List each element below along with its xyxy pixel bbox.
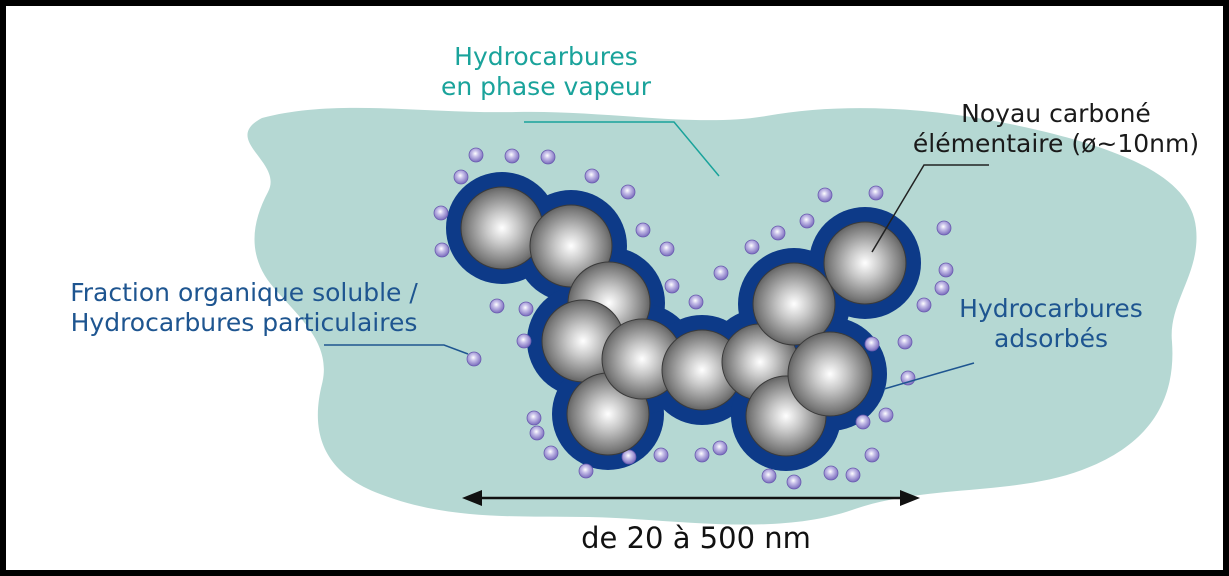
carbon-core-sphere bbox=[823, 221, 907, 305]
hydrocarbon-droplet bbox=[878, 407, 894, 423]
organic-leader-line bbox=[324, 344, 469, 355]
adsorbed-label-line-1: Hydrocarbures bbox=[959, 294, 1143, 323]
hydrocarbon-droplet bbox=[864, 336, 880, 352]
hydrocarbon-droplet bbox=[543, 445, 559, 461]
hydrocarbon-droplet bbox=[817, 187, 833, 203]
hydrocarbon-droplet bbox=[526, 410, 542, 426]
hydrocarbon-droplet bbox=[934, 280, 950, 296]
hydrocarbon-droplet bbox=[694, 447, 710, 463]
organic-label-line-1: Fraction organique soluble / bbox=[70, 278, 418, 307]
hydrocarbon-droplet bbox=[761, 468, 777, 484]
vapour-label-line-2: en phase vapeur bbox=[440, 72, 652, 101]
size-range-label: de 20 à 500 nm bbox=[581, 521, 811, 555]
particulate-hydrocarbon-droplets bbox=[433, 147, 954, 490]
hydrocarbon-droplet bbox=[823, 465, 839, 481]
core-label-line-2: élémentaire (ø~10nm) bbox=[912, 129, 1200, 158]
arrow-head-right bbox=[900, 490, 920, 506]
hydrocarbon-droplet bbox=[653, 447, 669, 463]
carbon-core-sphere bbox=[752, 262, 836, 346]
hydrocarbon-droplet bbox=[712, 440, 728, 456]
hydrocarbon-droplet bbox=[620, 184, 636, 200]
hydrocarbon-droplet bbox=[855, 414, 871, 430]
hydrocarbon-droplet bbox=[434, 242, 450, 258]
hydrocarbon-droplet bbox=[433, 205, 449, 221]
hydrocarbon-droplet bbox=[868, 185, 884, 201]
soot-particle-diagram bbox=[247, 107, 1197, 525]
leader-lines bbox=[324, 121, 989, 390]
vapour-leader-line bbox=[524, 121, 720, 177]
hydrocarbon-droplet bbox=[453, 169, 469, 185]
adsorbed-leader-line bbox=[883, 362, 975, 390]
hydrocarbon-droplet bbox=[584, 168, 600, 184]
organic-label-line-2: Hydrocarbures particulaires bbox=[70, 308, 418, 337]
adsorbed-hydrocarbons-label: Hydrocarbures adsorbés bbox=[941, 294, 1161, 354]
core-leader-line bbox=[871, 164, 989, 253]
hydrocarbon-droplet bbox=[936, 220, 952, 236]
soluble-organic-fraction-label: Fraction organique soluble / Hydrocarbur… bbox=[44, 278, 444, 338]
arrow-head-left bbox=[462, 490, 482, 506]
hydrocarbon-droplet bbox=[621, 449, 637, 465]
hydrocarbon-droplet bbox=[516, 333, 532, 349]
hydrocarbon-droplet bbox=[770, 225, 786, 241]
adsorbed-label-line-2: adsorbés bbox=[993, 324, 1109, 353]
hydrocarbon-droplet bbox=[664, 278, 680, 294]
hydrocarbon-droplet bbox=[845, 467, 861, 483]
hydrocarbon-droplet bbox=[786, 474, 802, 490]
hydrocarbon-droplet bbox=[504, 148, 520, 164]
hydrocarbon-droplet bbox=[529, 425, 545, 441]
carbon-core-sphere bbox=[460, 186, 544, 270]
hydrocarbon-droplet bbox=[938, 262, 954, 278]
hydrocarbon-droplet bbox=[688, 294, 704, 310]
hydrocarbon-droplet bbox=[864, 447, 880, 463]
hydrocarbon-droplet bbox=[713, 265, 729, 281]
hydrocarbon-droplet bbox=[799, 213, 815, 229]
hydrocarbon-droplet bbox=[916, 297, 932, 313]
hydrocarbon-droplet bbox=[659, 241, 675, 257]
hydrocarbon-droplet bbox=[744, 239, 760, 255]
hydrocarbon-droplet bbox=[578, 463, 594, 479]
hydrocarbon-droplet bbox=[540, 149, 556, 165]
vapour-phase-label: Hydrocarbures en phase vapeur bbox=[426, 42, 666, 102]
size-range-arrow bbox=[462, 490, 920, 506]
carbon-core-spheres bbox=[460, 186, 907, 457]
hydrocarbon-droplet bbox=[635, 222, 651, 238]
vapour-label-line-1: Hydrocarbures bbox=[454, 42, 638, 71]
hydrocarbon-droplet bbox=[466, 351, 482, 367]
carbon-core-label: Noyau carboné élémentaire (ø~10nm) bbox=[906, 99, 1206, 159]
carbon-core-sphere bbox=[787, 331, 873, 417]
hydrocarbon-droplet bbox=[468, 147, 484, 163]
core-label-line-1: Noyau carboné bbox=[961, 99, 1151, 128]
hydrocarbon-droplet bbox=[489, 298, 505, 314]
hydrocarbon-droplet bbox=[897, 334, 913, 350]
hydrocarbon-droplet bbox=[518, 301, 534, 317]
